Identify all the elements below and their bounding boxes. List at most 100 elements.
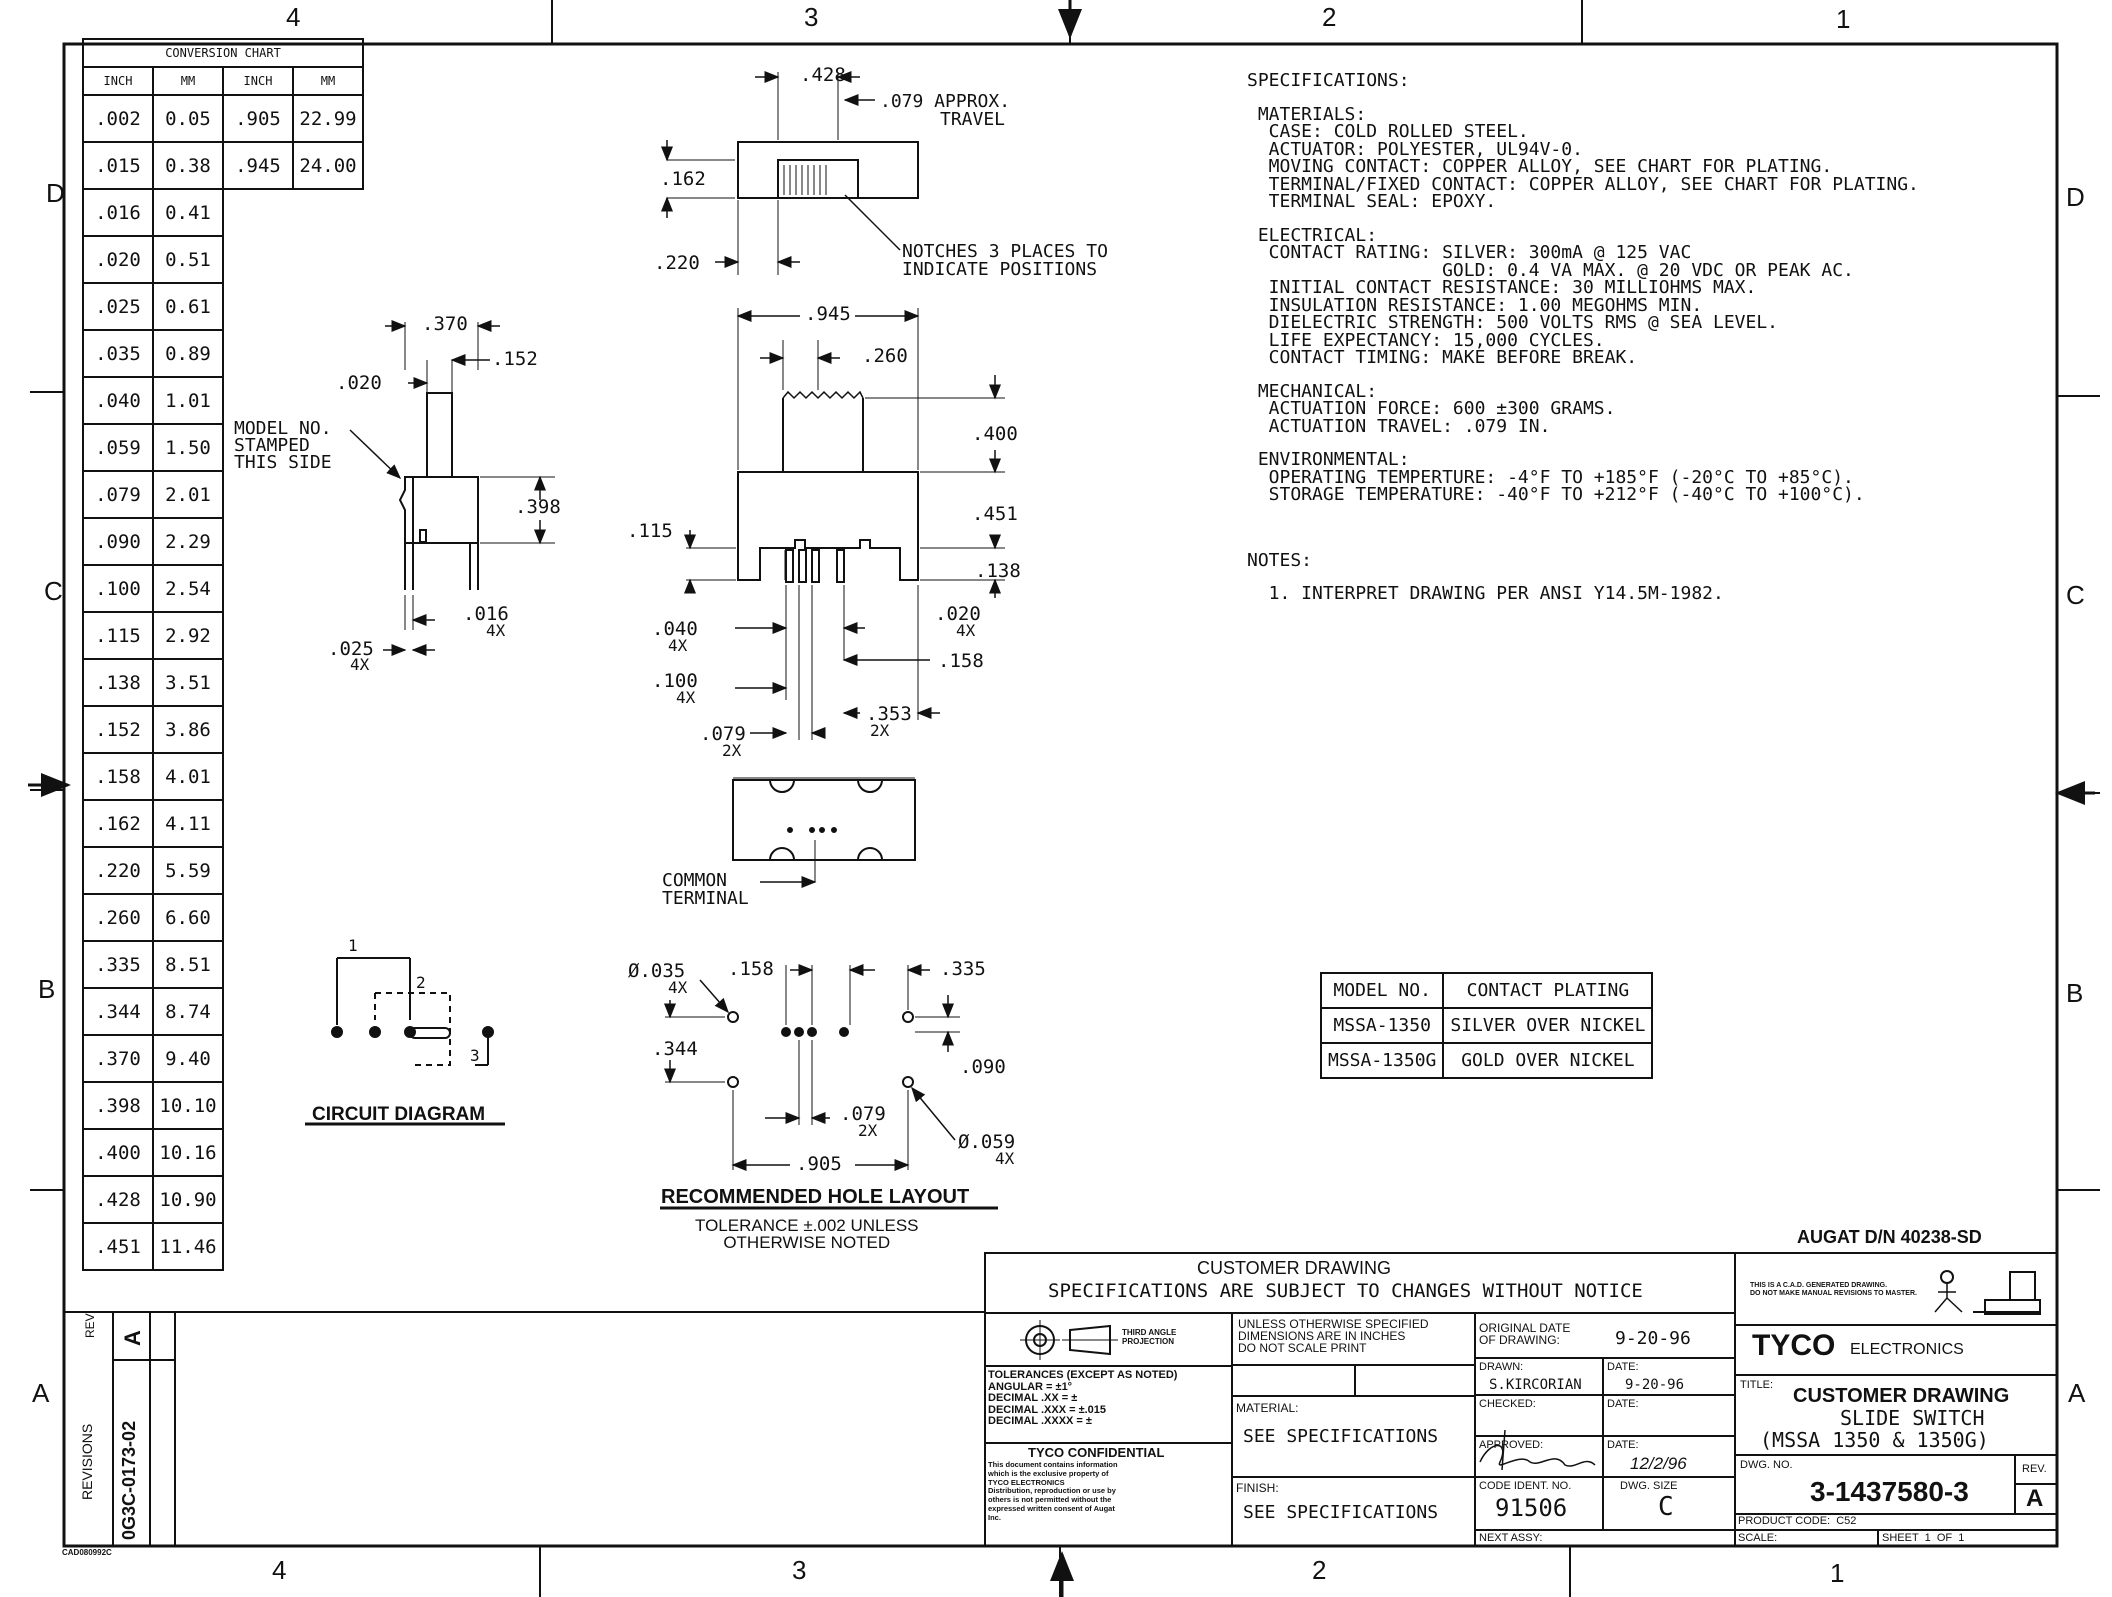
spec-line: ACTUATION TRAVEL: .079 IN.	[1247, 415, 1551, 437]
conversion-chart-title: CONVERSION CHART	[82, 38, 364, 68]
dim-220: .220	[654, 252, 700, 274]
conversion-empty	[293, 706, 363, 753]
conversion-inch: .344	[82, 987, 154, 1036]
conversion-mm: 22.99	[292, 94, 364, 143]
conversion-mm: 11.46	[152, 1222, 224, 1271]
sheet-label: SHEET 1 OF 1	[1882, 1532, 1965, 1544]
spec-line: TERMINAL/FIXED CONTACT: COPPER ALLOY, SE…	[1247, 173, 1919, 195]
dim-451: .451	[972, 503, 1018, 525]
conversion-mm: 0.05	[152, 94, 224, 143]
plating-model: MSSA-1350	[1319, 1007, 1445, 1044]
conversion-empty	[223, 1176, 293, 1223]
customer-drawing-heading: CUSTOMER DRAWING	[1197, 1258, 1392, 1278]
conversion-empty	[223, 988, 293, 1035]
conversion-empty	[223, 330, 293, 377]
approved-label: APPROVED:	[1479, 1439, 1544, 1451]
conversion-inch: .158	[82, 752, 154, 801]
dim-100: .100	[652, 670, 698, 692]
conversion-inch: .398	[82, 1081, 154, 1130]
conversion-empty	[223, 753, 293, 800]
conversion-inch: .035	[82, 329, 154, 378]
conversion-empty	[223, 1035, 293, 1082]
conversion-mm: 6.60	[152, 893, 224, 942]
dim-158-hole: .158	[728, 958, 774, 980]
conversion-empty	[293, 800, 363, 847]
plating-value: SILVER OVER NICKEL	[1442, 1007, 1654, 1044]
dwg-size: C	[1658, 1492, 1674, 1522]
conversion-mm: 1.01	[152, 376, 224, 425]
conversion-mm: 0.89	[152, 329, 224, 378]
dim-370: .370	[422, 313, 468, 335]
conversion-inch: .090	[82, 517, 154, 566]
spec-line: GOLD: 0.4 VA MAX. @ 20 VDC OR PEAK AC.	[1247, 259, 1854, 281]
conversion-inch: .905	[222, 94, 294, 143]
dim-079-front: .079	[700, 723, 746, 745]
conversion-inch: .945	[222, 141, 294, 190]
conversion-empty	[223, 1129, 293, 1176]
dim-335: .335	[940, 958, 986, 980]
zone-left-d: D	[46, 178, 65, 208]
dim-115: .115	[627, 520, 673, 542]
conversion-empty	[223, 659, 293, 706]
spec-line: INSULATION RESISTANCE: 1.00 MEGOHMS MIN.	[1247, 294, 1703, 316]
zone-right-c: C	[2066, 580, 2085, 610]
conversion-inch: .260	[82, 893, 154, 942]
conversion-inch: .335	[82, 940, 154, 989]
conversion-header: INCH	[82, 66, 154, 96]
conversion-empty	[223, 1223, 293, 1270]
confidential-title: TYCO CONFIDENTIAL	[1028, 1445, 1165, 1460]
conversion-mm: 8.74	[152, 987, 224, 1036]
finish-label: FINISH:	[1236, 1481, 1279, 1495]
rev-label: REV.	[2022, 1463, 2047, 1475]
conversion-inch: .040	[82, 376, 154, 425]
conversion-empty	[293, 1035, 363, 1082]
cad-code: CAD080992C	[62, 1548, 112, 1557]
conversion-inch: .016	[82, 188, 154, 237]
zone-left-b: B	[38, 974, 56, 1004]
conversion-empty	[293, 1129, 363, 1176]
spec-line: MATERIALS:	[1247, 103, 1367, 125]
rev-column-label: REV	[83, 1313, 97, 1338]
conversion-inch: .115	[82, 611, 154, 660]
third-angle-projection: THIRD ANGLE PROJECTION	[1122, 1328, 1177, 1346]
conversion-empty	[293, 471, 363, 518]
dim-020-front: .020	[935, 603, 981, 625]
spec-line	[1247, 520, 1919, 536]
circuit-diagram-title: CIRCUIT DIAGRAM	[312, 1104, 486, 1125]
conversion-empty	[293, 753, 363, 800]
next-assy: NEXT ASSY:	[1479, 1532, 1543, 1544]
dim-dia-059: Ø.059	[958, 1131, 1016, 1153]
zone-top-4: 4	[286, 2, 301, 32]
conversion-empty	[293, 189, 363, 236]
conversion-empty	[223, 189, 293, 236]
approved-date-label: DATE:	[1607, 1439, 1639, 1451]
zone-bottom-2: 2	[1312, 1555, 1327, 1585]
spec-notice: SPECIFICATIONS ARE SUBJECT TO CHANGES WI…	[1048, 1280, 1643, 1302]
conversion-empty	[223, 471, 293, 518]
dim-162: .162	[660, 168, 706, 190]
spec-line	[1247, 536, 1919, 552]
spec-line: MECHANICAL:	[1247, 380, 1378, 402]
title-line-1: CUSTOMER DRAWING	[1793, 1385, 2010, 1407]
checked-date-label: DATE:	[1607, 1398, 1639, 1410]
approved-date: 12/2/96	[1630, 1454, 1687, 1473]
rev-column-value: A	[120, 1330, 145, 1346]
dim-079-hole: .079	[840, 1103, 886, 1125]
conversion-mm: 10.10	[152, 1081, 224, 1130]
dim-079-hole-count: 2X	[858, 1121, 878, 1140]
conversion-inch: .025	[82, 282, 154, 331]
conversion-mm: 2.29	[152, 517, 224, 566]
conversion-inch: .451	[82, 1222, 154, 1271]
dim-260: .260	[862, 345, 908, 367]
company-logo: TYCO	[1752, 1329, 1836, 1362]
zone-right-d: D	[2066, 182, 2085, 212]
conversion-empty	[293, 894, 363, 941]
